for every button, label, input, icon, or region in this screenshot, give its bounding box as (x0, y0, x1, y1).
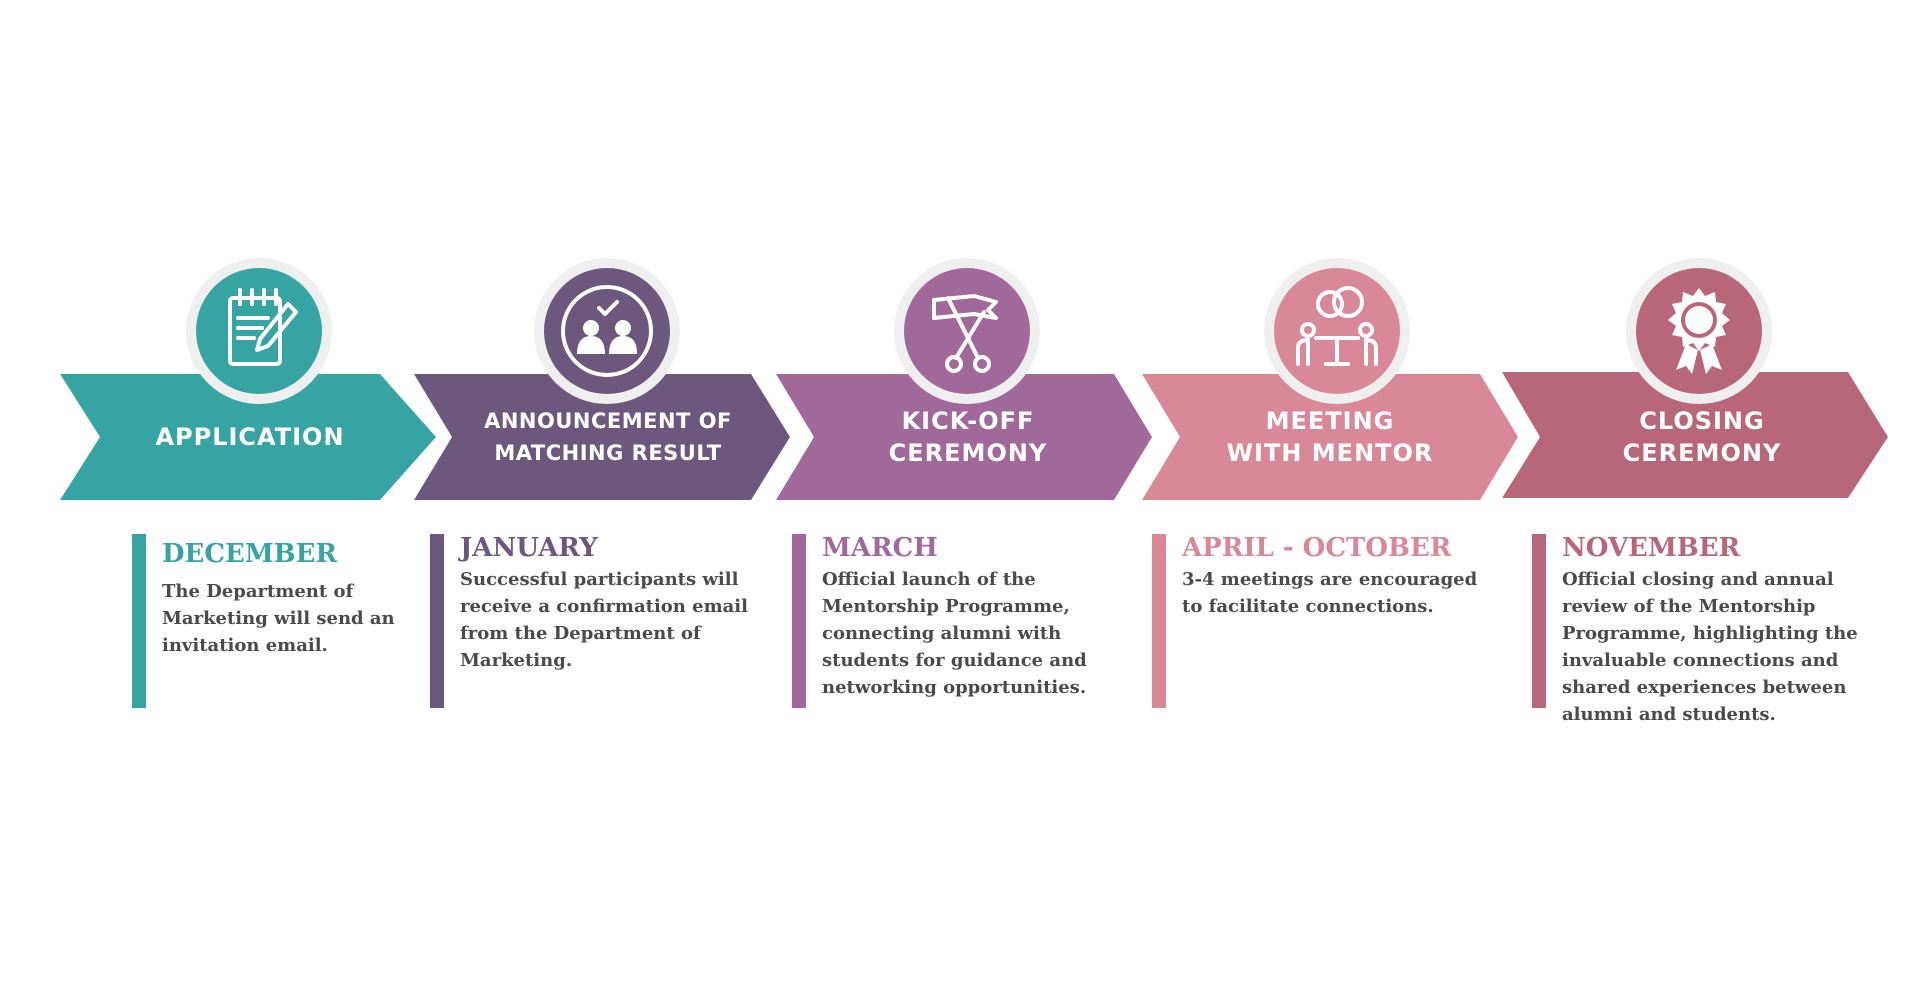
accent-bar (430, 534, 444, 708)
stage-month: MARCH (822, 533, 938, 563)
stage-title: KICK-OFF CEREMONY (888, 407, 1048, 467)
people-checkmark-icon (544, 268, 670, 394)
stage-month: DECEMBER (162, 539, 338, 569)
meeting-table-icon (1274, 268, 1400, 394)
stage-month: APRIL - OCTOBER (1182, 533, 1452, 563)
stage-title: ANNOUNCEMENT OF MATCHING RESULT (484, 409, 732, 465)
stage-arrow (776, 374, 1152, 500)
stage-announcement: ANNOUNCEMENT OF MATCHING RESULT JANUARY … (414, 0, 808, 983)
stage-kickoff: KICK-OFF CEREMONY MARCH Official launch … (776, 0, 1168, 983)
stage-month: JANUARY (460, 533, 598, 563)
stage-arrow (1502, 372, 1888, 498)
accent-bar (1532, 534, 1546, 708)
accent-bar (792, 534, 806, 708)
icon-badge (186, 258, 332, 404)
icon-badge (1264, 258, 1410, 404)
accent-bar (1152, 534, 1166, 708)
notepad-pencil-icon (196, 268, 322, 394)
stage-closing: CLOSING CEREMONY NOVEMBER Official closi… (1502, 0, 1892, 983)
stage-description: Successful participants will receive a c… (460, 569, 748, 671)
stage-description: Official closing and annual review of th… (1562, 569, 1858, 725)
icon-badge (1626, 258, 1772, 404)
icon-badge (894, 258, 1040, 404)
stage-description: Official launch of the Mentorship Progra… (822, 569, 1087, 698)
stage-arrow (1142, 374, 1518, 500)
accent-bar (132, 534, 146, 708)
stage-arrow (60, 374, 436, 500)
stage-title: APPLICATION (155, 423, 345, 451)
ribbon-scissors-icon (904, 268, 1030, 394)
stage-title: CLOSING CEREMONY (1622, 407, 1782, 467)
stage-arrow (414, 374, 790, 500)
stage-month: NOVEMBER (1562, 533, 1741, 563)
stage-description: The Department of Marketing will send an… (162, 581, 395, 656)
stage-description: 3-4 meetings are encouraged to facilitat… (1182, 569, 1478, 617)
award-rosette-icon (1636, 268, 1762, 394)
stage-title: MEETING WITH MENTOR (1226, 407, 1434, 467)
stage-meeting: MEETING WITH MENTOR APRIL - OCTOBER 3-4 … (1140, 0, 1530, 983)
icon-badge (534, 258, 680, 404)
stage-application: APPLICATION DECEMBER The Department of M… (60, 0, 450, 983)
